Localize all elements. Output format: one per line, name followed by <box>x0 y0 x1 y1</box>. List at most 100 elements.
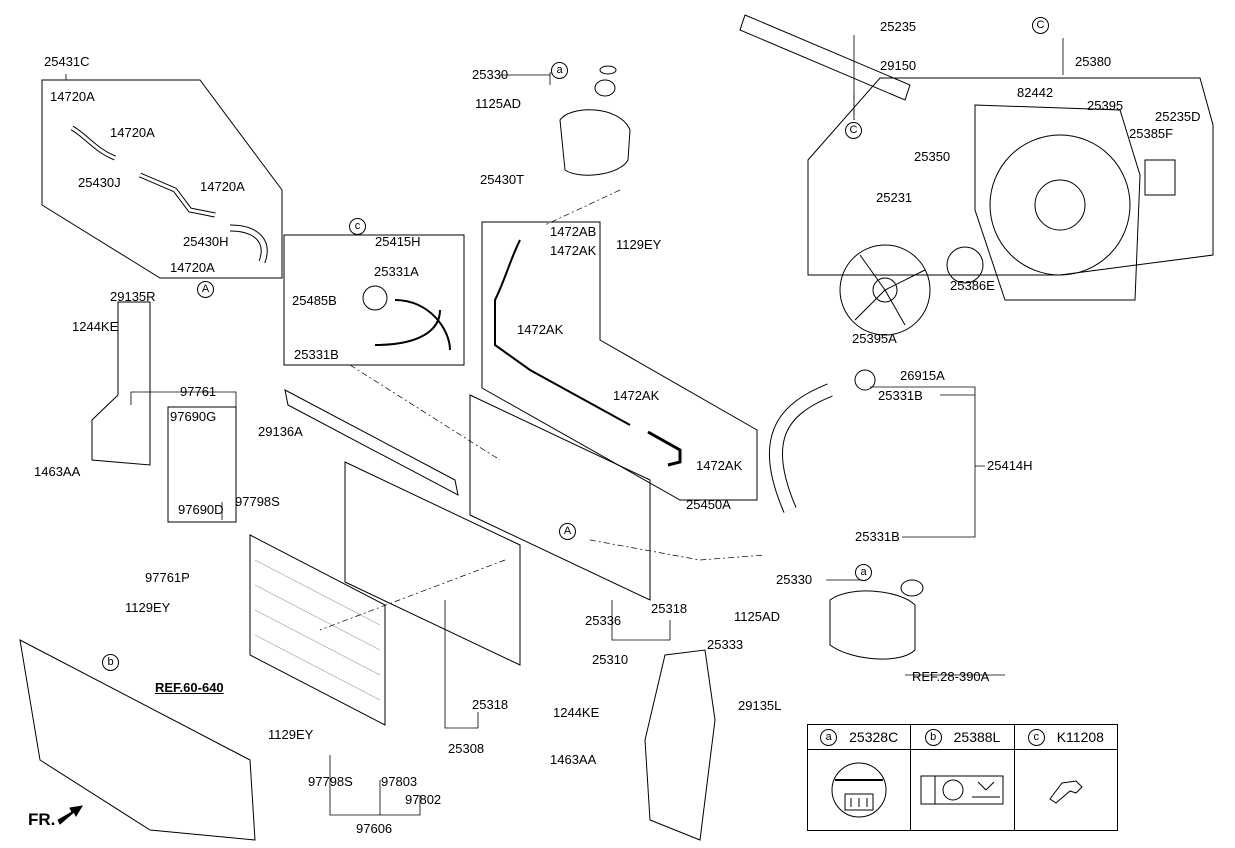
part-label: 25318 <box>651 601 688 616</box>
part-label: 25395 <box>1087 98 1124 113</box>
part-label: 25415H <box>375 234 421 249</box>
part-label: 25430H <box>183 234 229 249</box>
air-guard-left <box>91 301 151 466</box>
part-label: 97690D <box>178 502 224 517</box>
part-label: 1472AK <box>550 243 597 258</box>
bleed-hose <box>494 239 631 426</box>
part-label: 25386E <box>950 278 995 293</box>
part-label: 29150 <box>880 58 917 73</box>
callout-A: A <box>559 523 576 540</box>
callout-a: a <box>855 564 872 581</box>
reservoir-tank <box>559 109 631 176</box>
part-label: 1472AK <box>696 458 743 473</box>
part-label: 97798S <box>235 494 280 509</box>
part-label: 25385F <box>1129 126 1174 141</box>
front-indicator: FR. <box>28 810 56 829</box>
part-label: 1129EY <box>125 600 171 615</box>
callout-b: b <box>102 654 119 671</box>
part-label: 97761 <box>180 384 217 399</box>
part-label: 25380 <box>1075 54 1112 69</box>
radiator-hose-box <box>481 221 758 501</box>
clip-icon <box>1049 780 1083 804</box>
leader-lines <box>65 35 1064 816</box>
part-label: 25450A <box>686 497 731 512</box>
fan-motor <box>946 246 984 284</box>
part-label: 25331B <box>294 347 339 362</box>
part-label: 29135L <box>738 698 782 713</box>
fan-assembly-box <box>807 77 1214 276</box>
carrier-front-end <box>19 639 256 841</box>
part-label: 1472AK <box>517 322 564 337</box>
fan-resistor <box>1144 159 1176 196</box>
part-label: 25431C <box>44 54 90 69</box>
part-label: 97802 <box>405 792 442 807</box>
part-label: 25331B <box>878 388 923 403</box>
part-label: 1129EY <box>268 727 314 742</box>
part-label: 97761P <box>145 570 190 585</box>
condenser-fins <box>254 559 381 701</box>
part-label: 25336 <box>585 613 622 628</box>
pipe-box <box>167 406 237 523</box>
part-label: 25430T <box>480 172 525 187</box>
part-label: 97798S <box>308 774 353 789</box>
legend-part: 25328C <box>849 729 899 745</box>
part-label: 14720A <box>170 260 215 275</box>
callout-c: c <box>349 218 366 235</box>
front-arrow <box>57 805 83 825</box>
reservoir-cap <box>594 79 616 97</box>
reference-link[interactable]: REF.28-390A <box>912 669 990 684</box>
reservoir-tank-lower <box>829 590 916 660</box>
part-label: 25318 <box>472 697 509 712</box>
part-label: 25485B <box>292 293 337 308</box>
legend-letter: c <box>1027 728 1045 746</box>
part-label: 29135R <box>110 289 156 304</box>
part-label: 29136A <box>258 424 303 439</box>
hose-kit-box <box>41 79 283 279</box>
fan-warning-label-icon <box>920 775 1004 805</box>
radiator-front <box>469 394 651 601</box>
upper-hose-box <box>283 234 465 366</box>
part-label: 25331A <box>374 264 419 279</box>
part-label: 97803 <box>381 774 418 789</box>
part-label: 25395A <box>852 331 897 346</box>
air-guard-right <box>644 649 716 841</box>
part-label: 14720A <box>200 179 245 194</box>
legend-part: K11208 <box>1056 729 1104 745</box>
legend-letter: a <box>820 728 838 746</box>
part-label: 25330 <box>776 572 813 587</box>
upper-hose <box>374 299 451 351</box>
air-guard-upper <box>284 389 459 496</box>
reference-link[interactable]: REF.60-640 <box>155 680 224 695</box>
fan-blade <box>839 244 931 336</box>
part-label: 25333 <box>707 637 744 652</box>
callout-a: a <box>551 62 568 79</box>
part-label: 25350 <box>914 149 951 164</box>
hose-connector <box>362 285 388 311</box>
callout-C: C <box>1032 17 1049 34</box>
legend-cell-a: a 25328C <box>808 725 912 830</box>
part-label: 26915A <box>900 368 945 383</box>
callout-A: A <box>197 281 214 298</box>
part-label: 1125AD <box>734 609 781 624</box>
part-label: 25308 <box>448 741 485 756</box>
part-label: 97606 <box>356 821 393 836</box>
part-label: 14720A <box>50 89 95 104</box>
part-label: 1463AA <box>34 464 81 479</box>
condenser <box>249 534 386 726</box>
part-label: 25331B <box>855 529 900 544</box>
upper-bracket <box>739 14 911 101</box>
part-label: 82442 <box>1017 85 1054 100</box>
part-label: 25330 <box>472 67 509 82</box>
callout-C: C <box>845 122 862 139</box>
part-label: 1472AB <box>550 224 597 239</box>
part-label: 25310 <box>592 652 629 667</box>
legend-cell-c: c K11208 <box>1014 725 1117 830</box>
part-label: 25235 <box>880 19 917 34</box>
part-label: 97690G <box>170 409 217 424</box>
part-label: 1244KE <box>72 319 119 334</box>
part-label: 1129EY <box>616 237 662 252</box>
